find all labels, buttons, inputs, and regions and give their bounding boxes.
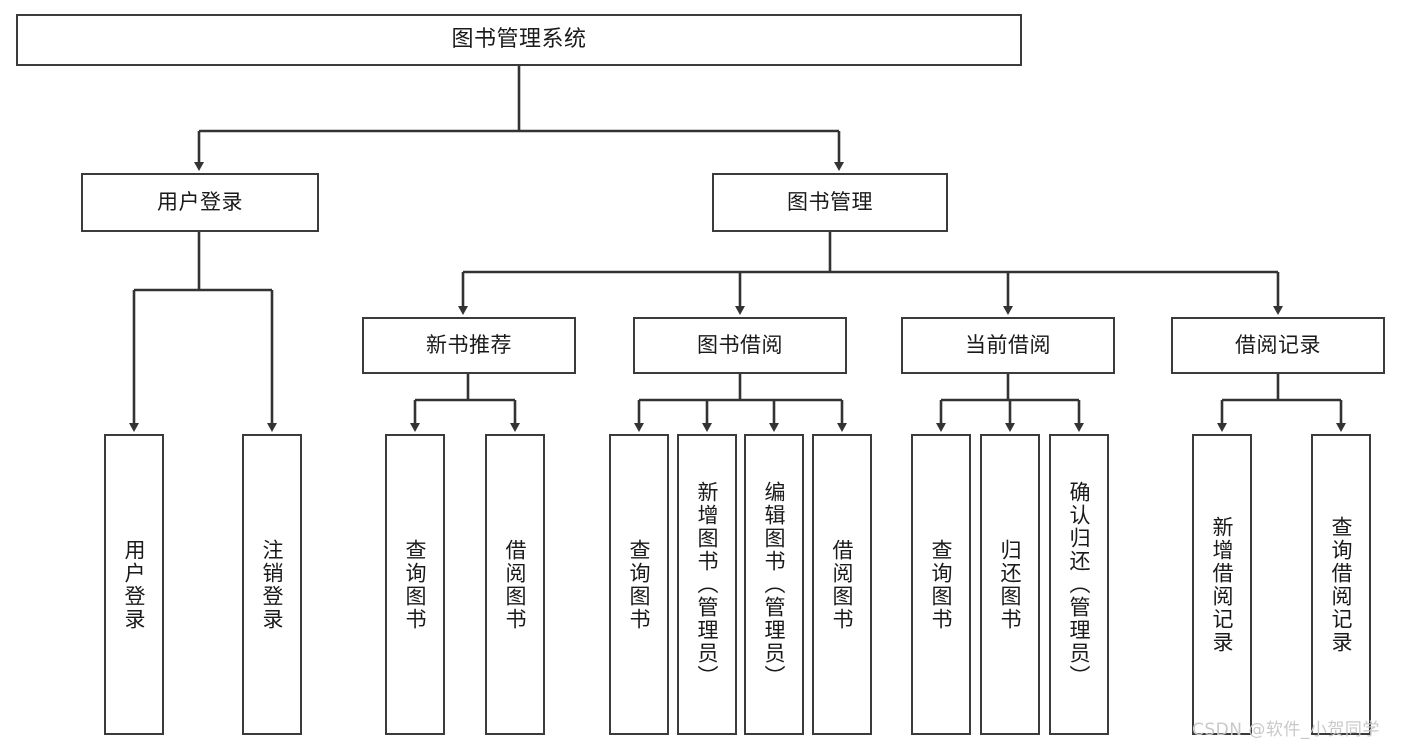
node-label: 用户登录 [157,190,243,215]
node-borrow-record[interactable]: 借阅记录 [1171,317,1385,374]
node-label: 用户登录 [122,538,147,631]
node-label: 图书管理 [787,190,873,215]
node-label: 查询图书 [929,538,954,631]
node-new-book-recommend[interactable]: 新书推荐 [362,317,576,374]
leaf-query-book-borrow[interactable]: 查询图书 [609,434,669,735]
leaf-query-borrow-record[interactable]: 查询借阅记录 [1311,434,1371,735]
node-current-borrow[interactable]: 当前借阅 [901,317,1115,374]
leaf-add-book-admin[interactable]: 新增图书（管理员） [677,434,737,735]
leaf-return-book[interactable]: 归还图书 [980,434,1040,735]
node-label: 借阅图书 [503,538,528,631]
node-book-borrow[interactable]: 图书借阅 [633,317,847,374]
leaf-user-login[interactable]: 用户登录 [104,434,164,735]
leaf-confirm-return-admin[interactable]: 确认归还（管理员） [1049,434,1109,735]
node-label: 借阅记录 [1235,333,1321,358]
node-label: 查询图书 [403,538,428,631]
leaf-query-book-recommend[interactable]: 查询图书 [385,434,445,735]
node-label: 查询图书 [627,538,652,631]
node-label: 当前借阅 [965,333,1051,358]
leaf-logout[interactable]: 注销登录 [242,434,302,735]
node-label: 注销登录 [260,538,285,631]
node-label: 确认归还（管理员） [1067,481,1092,688]
node-book-management[interactable]: 图书管理 [712,173,948,232]
node-label: 新书推荐 [426,333,512,358]
leaf-query-book-current[interactable]: 查询图书 [911,434,971,735]
leaf-borrow-book[interactable]: 借阅图书 [812,434,872,735]
node-label: 借阅图书 [830,538,855,631]
node-root-book-management-system[interactable]: 图书管理系统 [16,14,1022,66]
node-label: 新增图书（管理员） [695,481,720,688]
leaf-add-borrow-record[interactable]: 新增借阅记录 [1192,434,1252,735]
node-label: 归还图书 [998,538,1023,631]
node-label: 查询借阅记录 [1329,515,1354,654]
node-user-login[interactable]: 用户登录 [81,173,319,232]
csdn-watermark: CSDN @软件_小贺同学 [1192,720,1380,740]
node-label: 新增借阅记录 [1210,515,1235,654]
node-label: 图书借阅 [697,333,783,358]
node-label: 编辑图书（管理员） [762,481,787,688]
node-label: 图书管理系统 [451,27,587,53]
leaf-edit-book-admin[interactable]: 编辑图书（管理员） [744,434,804,735]
leaf-borrow-book-recommend[interactable]: 借阅图书 [485,434,545,735]
